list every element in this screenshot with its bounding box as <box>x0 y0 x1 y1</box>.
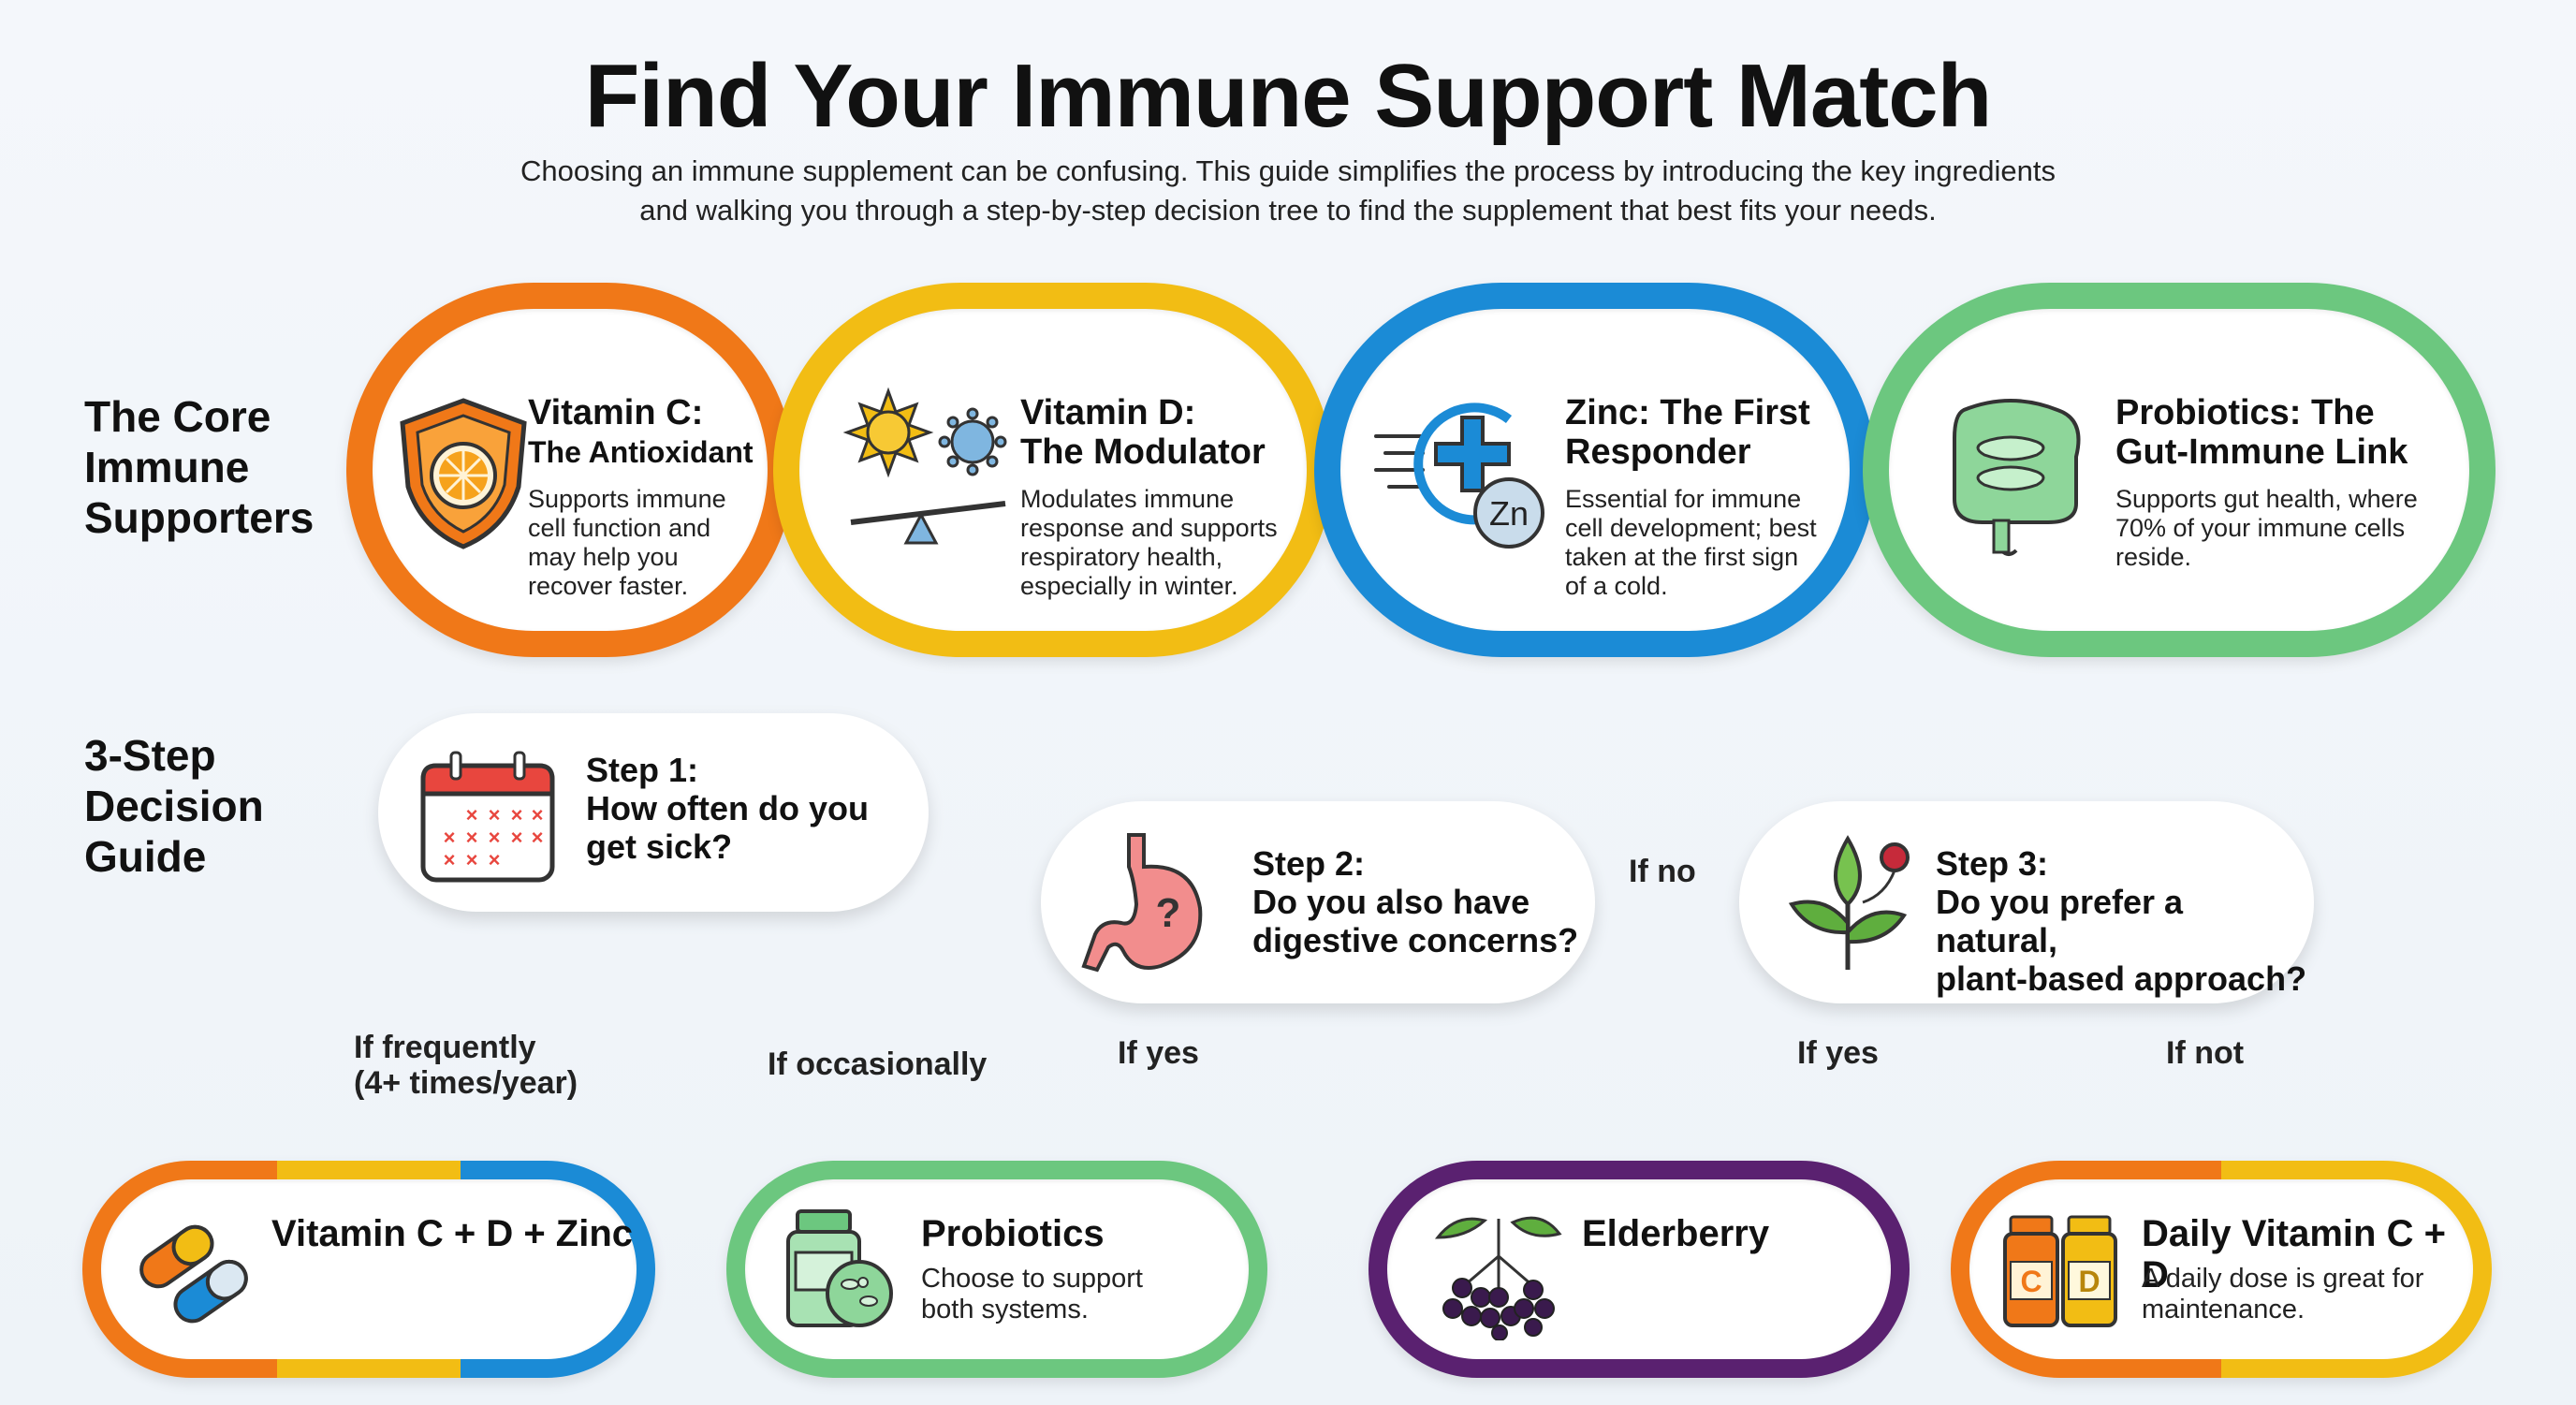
zinc-plus-icon: Zn <box>1374 402 1544 549</box>
step-text: Step 2: Do you also have digestive conce… <box>1252 844 1579 959</box>
sun-balance-icon <box>842 387 1007 545</box>
card-description: Essential for immune cell development; b… <box>1565 485 1817 600</box>
svg-text:×: × <box>511 826 523 849</box>
branch-label-yes: If yes <box>1797 1035 1879 1071</box>
result-title: Probiotics <box>921 1213 1105 1254</box>
branch-label-yes: If yes <box>1118 1035 1199 1071</box>
svg-text:C: C <box>2020 1265 2042 1298</box>
result-description: A daily dose is great for maintenance. <box>2142 1264 2424 1325</box>
probiotics-card: Probiotics: The Gut-Immune Link Supports… <box>1863 283 2496 657</box>
result-probiotics: Probiotics Choose to support both system… <box>726 1161 1267 1378</box>
shield-orange-icon <box>400 398 527 549</box>
vitamin-c-card-body: Vitamin C: The Antioxidant Supports immu… <box>373 309 768 631</box>
card-title: Vitamin D: The Modulator <box>1020 393 1266 472</box>
svg-text:Zn: Zn <box>1489 494 1529 533</box>
probiotics-card-body: Probiotics: The Gut-Immune Link Supports… <box>1889 309 2469 631</box>
probiotic-bottle-icon <box>786 1209 893 1327</box>
svg-text:×: × <box>489 848 501 871</box>
step-label: Step 2: <box>1252 844 1366 883</box>
vitamin-d-card-body: Vitamin D: The Modulator Modulates immun… <box>799 309 1307 631</box>
elderberry-icon <box>1434 1216 1562 1340</box>
vitamin-bottles-icon: C D <box>2003 1215 2117 1327</box>
supporters-heading: The Core Immune Supporters <box>84 392 315 542</box>
svg-text:×: × <box>444 826 456 849</box>
zinc-card: Zn Zinc: The First Responder Essential f… <box>1314 283 1876 657</box>
intro-line: and walking you through a step-by-step d… <box>639 194 1937 227</box>
branch-label-frequently: If frequently (4+ times/year) <box>354 1030 578 1101</box>
branch-label-not: If not <box>2166 1035 2245 1071</box>
svg-text:×: × <box>466 826 478 849</box>
capsules-icon <box>139 1224 248 1324</box>
result-elderberry: Elderberry <box>1368 1161 1910 1378</box>
result-title: Elderberry <box>1582 1213 1770 1254</box>
vitamin-c-card: Vitamin C: The Antioxidant Supports immu… <box>346 283 794 657</box>
step-2-card: ? Step 2: Do you also have digestive con… <box>1041 801 1595 1003</box>
result-description: Choose to support both systems. <box>921 1264 1143 1325</box>
vitamin-d-card: Vitamin D: The Modulator Modulates immun… <box>773 283 1333 657</box>
svg-text:×: × <box>466 803 478 827</box>
card-title: Probiotics: The Gut-Immune Link <box>2115 393 2408 472</box>
zinc-card-body: Zn Zinc: The First Responder Essential f… <box>1340 309 1850 631</box>
card-description: Modulates immune response and supports r… <box>1020 485 1278 600</box>
step-text: Step 3: Do you prefer a natural, plant-b… <box>1936 844 2314 998</box>
svg-text:D: D <box>2078 1265 2100 1298</box>
svg-text:×: × <box>511 803 523 827</box>
plant-leaves-icon <box>1788 835 1910 970</box>
stomach-question-icon: ? <box>1081 833 1203 973</box>
svg-text:×: × <box>532 803 544 827</box>
guide-heading: 3-Step Decision Guide <box>84 731 264 881</box>
result-body: C D Daily Vitamin C + D A daily dose is … <box>1969 1179 2473 1359</box>
result-vitamin-c-d-zinc: Vitamin C + D + Zinc <box>82 1161 655 1378</box>
step-label: Step 1: <box>586 751 699 789</box>
result-body: Probiotics Choose to support both system… <box>745 1179 1249 1359</box>
branch-label-occasionally: If occasionally <box>768 1046 988 1082</box>
page-title: Find Your Immune Support Match <box>584 46 1992 146</box>
result-daily-vitamin-c-d: C D Daily Vitamin C + D A daily dose is … <box>1951 1161 2492 1378</box>
svg-text:?: ? <box>1156 890 1181 936</box>
calendar-icon: ×××× ××××× ××× <box>420 751 555 883</box>
result-title: Vitamin C + D + Zinc <box>271 1213 634 1254</box>
result-title: Daily Vitamin C + D <box>2142 1213 2446 1295</box>
svg-text:×: × <box>489 826 501 849</box>
branch-label-no: If no <box>1629 854 1696 889</box>
result-body: Elderberry <box>1387 1179 1891 1359</box>
step-3-card: Step 3: Do you prefer a natural, plant-b… <box>1739 801 2314 1003</box>
intestine-icon <box>1953 399 2081 556</box>
card-title: Vitamin C: The Antioxidant <box>528 393 754 469</box>
result-body: Vitamin C + D + Zinc <box>101 1179 637 1359</box>
step-1-card: ×××× ××××× ××× Step 1: How often do you … <box>378 713 929 912</box>
svg-text:×: × <box>489 803 501 827</box>
card-description: Supports gut health, where 70% of your i… <box>2115 485 2418 571</box>
intro-text: Choosing an immune supplement can be con… <box>352 152 2224 230</box>
step-label: Step 3: <box>1936 844 2049 883</box>
intro-line: Choosing an immune supplement can be con… <box>520 154 2056 187</box>
svg-text:×: × <box>444 848 456 871</box>
card-description: Supports immune cell function and may he… <box>528 485 726 600</box>
svg-text:×: × <box>532 826 544 849</box>
svg-text:×: × <box>466 848 478 871</box>
step-text: Step 1: How often do you get sick? <box>586 751 869 866</box>
card-title: Zinc: The First Responder <box>1565 393 1810 472</box>
